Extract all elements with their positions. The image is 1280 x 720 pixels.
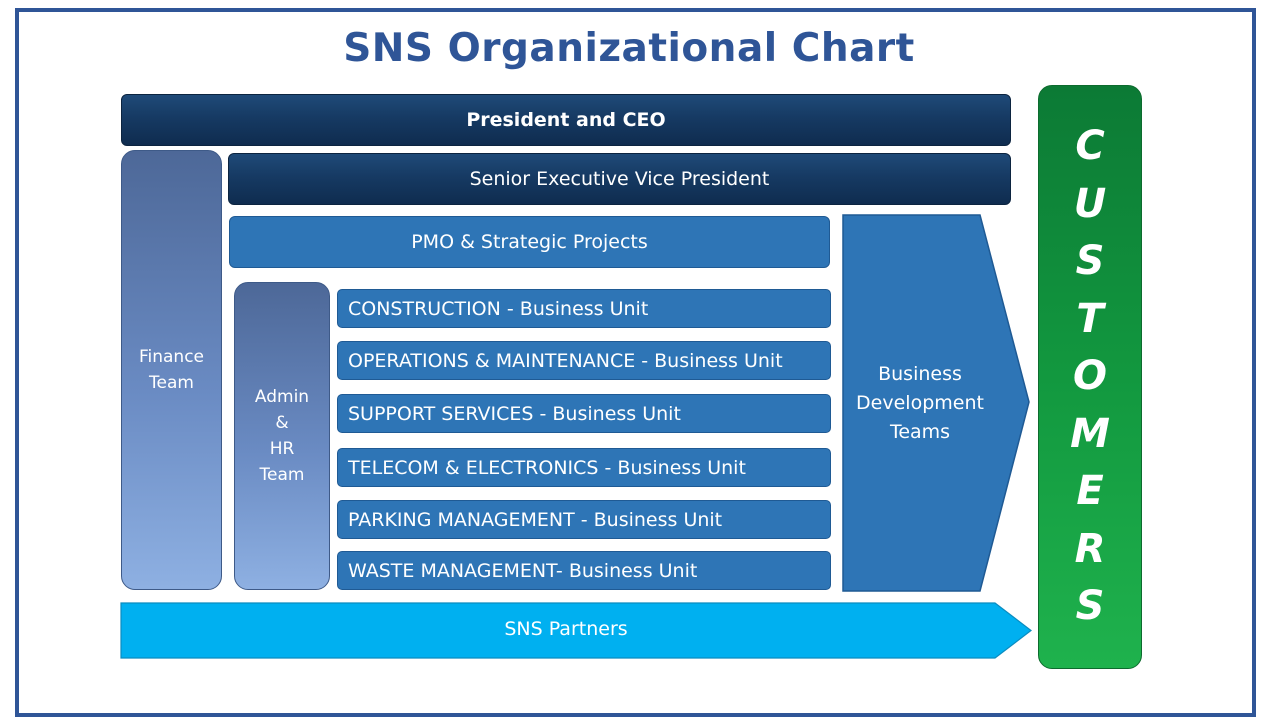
finance-team-box: Finance Team <box>121 150 222 590</box>
chart-title: SNS Organizational Chart <box>343 26 915 71</box>
customers-letter: E <box>1076 468 1104 515</box>
admin-hr-team-box: Admin & HR Team <box>234 282 330 590</box>
finance-label-line2: Team <box>149 373 194 393</box>
business-dev-line1: Business <box>878 363 962 385</box>
business-unit-label: SUPPORT SERVICES - Business Unit <box>348 402 681 425</box>
customers-letter: U <box>1073 180 1107 227</box>
chart-frame: SNS Organizational Chart President and C… <box>15 8 1256 717</box>
pmo-label: PMO & Strategic Projects <box>411 231 648 253</box>
business-unit-label: CONSTRUCTION - Business Unit <box>348 297 649 320</box>
business-unit-label: WASTE MANAGEMENT- Business Unit <box>348 559 698 582</box>
business-unit-construction: CONSTRUCTION - Business Unit <box>337 289 831 328</box>
customers-letter: T <box>1076 295 1104 342</box>
business-unit-operations: OPERATIONS & MAINTENANCE - Business Unit <box>337 341 831 380</box>
business-unit-label: PARKING MANAGEMENT - Business Unit <box>348 508 723 531</box>
customers-letter: S <box>1075 583 1105 630</box>
customers-letter: C <box>1075 123 1105 170</box>
senior-evp-box: Senior Executive Vice President <box>228 153 1011 205</box>
customers-letter: R <box>1074 525 1106 572</box>
admin-label-line4: Team <box>259 465 305 485</box>
admin-label-line3: HR <box>269 439 295 459</box>
pmo-box: PMO & Strategic Projects <box>229 216 830 268</box>
president-label: President and CEO <box>466 109 666 131</box>
president-box: President and CEO <box>121 94 1011 146</box>
customers-letter: S <box>1075 238 1105 285</box>
business-unit-waste: WASTE MANAGEMENT- Business Unit <box>337 551 831 590</box>
business-unit-support-services: SUPPORT SERVICES - Business Unit <box>337 394 831 433</box>
business-unit-telecom: TELECOM & ELECTRONICS - Business Unit <box>337 448 831 487</box>
admin-label-line2: & <box>275 413 289 433</box>
admin-label-line1: Admin <box>254 387 310 407</box>
customers-letter: O <box>1072 353 1107 400</box>
senior-evp-label: Senior Executive Vice President <box>469 168 770 190</box>
finance-label-line1: Finance <box>138 347 205 367</box>
business-unit-label: OPERATIONS & MAINTENANCE - Business Unit <box>348 349 783 372</box>
sns-partners-label: SNS Partners <box>504 618 628 640</box>
customers-box: C U S T O M E R S <box>1038 85 1142 669</box>
business-unit-label: TELECOM & ELECTRONICS - Business Unit <box>348 456 746 479</box>
customers-letter: M <box>1070 410 1110 457</box>
business-development-arrow <box>842 214 1030 592</box>
business-unit-parking: PARKING MANAGEMENT - Business Unit <box>337 500 831 539</box>
business-development-label: Business Development Teams <box>845 360 995 447</box>
business-dev-line2: Development <box>856 392 984 414</box>
sns-partners-arrow <box>120 602 1032 659</box>
business-dev-line3: Teams <box>889 421 951 443</box>
